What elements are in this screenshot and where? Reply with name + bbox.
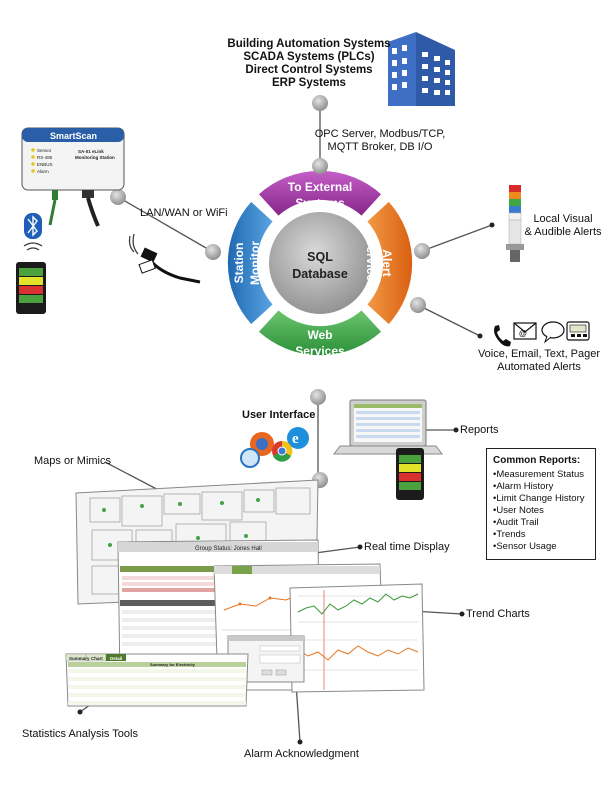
protocols-line-2: MQTT Broker, DB I/O (327, 141, 433, 153)
wheel-segment-left (226, 200, 275, 326)
report-item-trends: Trends (493, 529, 589, 541)
stats-tab-detail: Detail (110, 656, 122, 661)
local-alerts-line-2: & Audible Alerts (524, 226, 602, 238)
wheel-center-label-1: SQL (307, 250, 333, 264)
wheel-top-label-1: To External (288, 180, 352, 194)
remote-alerts-label: Voice, Email, Text, Pager Automated Aler… (470, 348, 608, 374)
building-icon (388, 32, 455, 106)
wheel-top-label-2: Systems (295, 196, 345, 210)
phone-icon (494, 325, 511, 347)
realtime-display-label: Real time Display (364, 541, 450, 553)
safari-icon (240, 448, 260, 468)
stats-tab-summary: Summary (69, 656, 90, 661)
mobile-report-icon (396, 448, 424, 500)
stats-header: Summary for Electricity (150, 662, 196, 667)
device-status-1: RS-485 (37, 155, 53, 160)
trend-charts-label: Trend Charts (466, 608, 530, 620)
wheel-left-label-2: Monitor (248, 241, 262, 285)
reports-label: Reports (460, 424, 499, 436)
device-subtitle: Monitoring Station (75, 155, 115, 160)
local-alerts-label: Local Visual & Audible Alerts (518, 213, 608, 239)
internet-explorer-icon (287, 427, 309, 449)
wheel-segment-bottom (257, 308, 383, 357)
text-message-icon (541, 321, 565, 344)
wheel-bottom-label-1: Web (307, 328, 332, 342)
ethernet-cable-icon (138, 247, 201, 284)
wheel-center-label-2: Database (292, 267, 348, 281)
external-systems-list: Building Automation Systems SCADA System… (224, 38, 394, 90)
local-alerts-line-1: Local Visual (533, 213, 593, 225)
external-system-1: SCADA Systems (PLCs) (243, 51, 375, 63)
wheel-right-label-2: Services (364, 238, 378, 288)
device-status-3: Alarm (37, 169, 49, 174)
lan-wan-label: LAN/WAN or WiFi (140, 207, 228, 219)
user-interface-label: User Interface (242, 409, 316, 421)
smartphone-icon (16, 262, 46, 314)
pager-icon (566, 321, 590, 341)
svg-text:@: @ (519, 329, 527, 338)
stack-light-icon (506, 185, 524, 262)
stats-tab-chart: Chart (91, 656, 103, 661)
protocols-label: OPC Server, Modbus/TCP, MQTT Broker, DB … (300, 128, 460, 154)
remote-alerts-line-2: Automated Alerts (497, 361, 581, 373)
wheel (226, 169, 414, 357)
device-status-0: Sensor (37, 148, 52, 153)
trend-chart-screen (289, 583, 425, 693)
alarm-ack-label: Alarm Acknowledgment (244, 748, 359, 760)
remote-alerts-line-1: Voice, Email, Text, Pager (477, 348, 601, 360)
wheel-segment-top (257, 169, 383, 218)
connector-nodes (110, 95, 430, 488)
report-item-audit-trail: Audit Trail (493, 517, 589, 529)
wheel-bottom-label-2: Services (295, 344, 345, 358)
maps-mimics-label: Maps or Mimics (34, 455, 112, 467)
report-item-user-notes: User Notes (493, 505, 589, 517)
email-icon: @ (513, 322, 537, 340)
group-status-title: Group Status: Jones Hall (195, 546, 262, 552)
common-reports-list: Measurement Status Alarm History Limit C… (493, 469, 589, 553)
statistics-screen: Summary Chart Detail Summary for Electri… (65, 653, 249, 707)
laptop-icon (333, 399, 443, 455)
external-system-2: Direct Control Systems (245, 64, 373, 76)
external-system-0: Building Automation Systems (227, 38, 391, 50)
device-status-2: ENBUS (37, 162, 53, 167)
common-reports-title: Common Reports: (493, 455, 581, 466)
device-brand: SmartScan (50, 131, 97, 141)
report-item-sensor-usage: Sensor Usage (493, 541, 589, 553)
browser-icons: e (240, 427, 309, 468)
wheel-segment-right (365, 200, 414, 326)
report-item-alarm-history: Alarm History (493, 481, 589, 493)
bluetooth-icon (24, 213, 42, 239)
wheel-left-label-1: Station (232, 243, 246, 284)
smartscan-device: SmartScan SA-01 eLink Monitoring Station… (21, 127, 125, 227)
common-reports-box: Common Reports: Measurement Status Alarm… (486, 448, 596, 560)
report-item-limit-change-history: Limit Change History (493, 493, 589, 505)
wheel-center (267, 210, 373, 316)
wifi-icon (23, 233, 139, 255)
protocols-line-1: OPC Server, Modbus/TCP, (314, 128, 446, 140)
statistics-tools-label: Statistics Analysis Tools (22, 728, 138, 740)
device-model: SA-01 eLink (78, 149, 104, 154)
svg-text:e: e (292, 431, 299, 447)
wheel-right-label-1: Alert (380, 249, 394, 276)
external-system-3: ERP Systems (272, 77, 346, 89)
report-item-measurement-status: Measurement Status (493, 469, 589, 481)
